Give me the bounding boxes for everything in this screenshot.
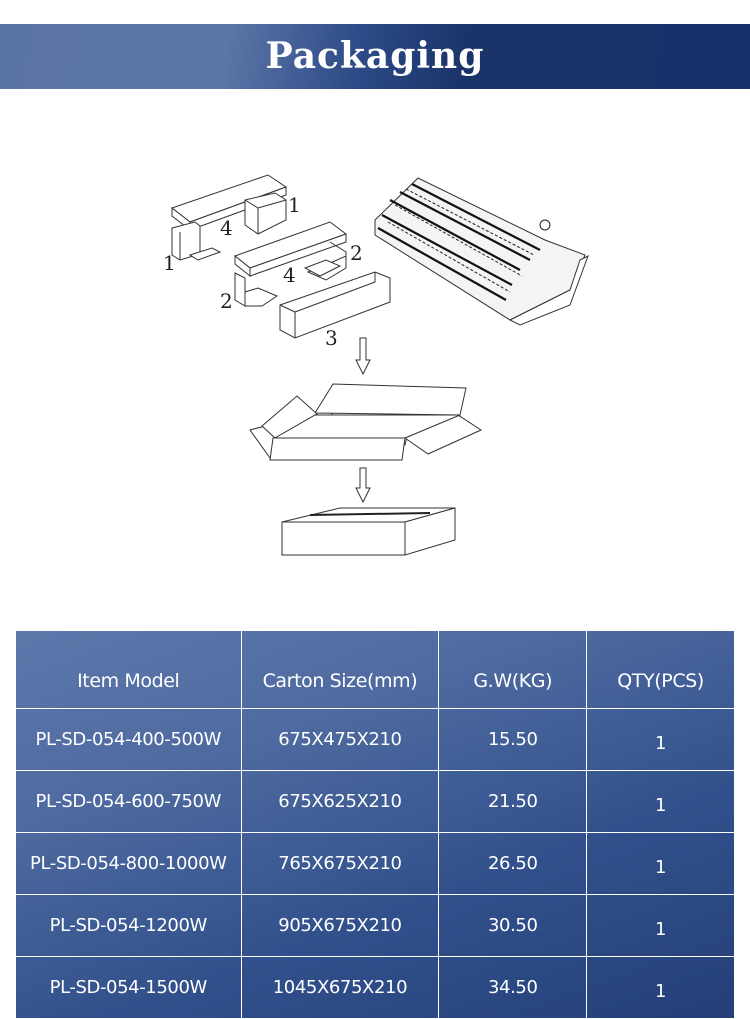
cell-quantity: 1 [586, 832, 735, 895]
down-arrow-icon [355, 337, 371, 376]
cell-gross-weight: 15.50 [438, 708, 588, 771]
cell-quantity: 1 [586, 708, 735, 771]
table-row: PL-SD-054-400-500W 675X475X210 15.50 1 [15, 708, 735, 771]
cell-carton-size: 765X675X210 [240, 832, 440, 895]
table-row: PL-SD-054-1500W 1045X675X210 34.50 1 [15, 956, 735, 1019]
table-row: PL-SD-054-600-750W 675X625X210 21.50 1 [15, 770, 735, 833]
foam-corner-2b [234, 272, 279, 307]
header-item-model: Item Model [15, 630, 242, 709]
cell-gross-weight: 26.50 [438, 832, 588, 895]
part-label: 2 [350, 241, 363, 265]
header-quantity: QTY(PCS) [586, 630, 735, 709]
part-label: 4 [220, 216, 233, 240]
cell-carton-size: 1045X675X210 [240, 956, 440, 1019]
part-label: 1 [163, 251, 176, 275]
table-row: PL-SD-054-800-1000W 765X675X210 26.50 1 [15, 832, 735, 895]
table-row: PL-SD-054-1200W 905X675X210 30.50 1 [15, 894, 735, 957]
cell-quantity: 1 [586, 770, 735, 833]
part-label: 2 [220, 289, 233, 313]
part-label: 4 [283, 263, 296, 287]
cell-carton-size: 675X625X210 [240, 770, 440, 833]
packaging-spec-table: Item Model Carton Size(mm) G.W(KG) QTY(P… [15, 630, 735, 1019]
floodlight-fixture-icon [374, 177, 589, 326]
cell-item-model: PL-SD-054-400-500W [15, 708, 242, 771]
header-gross-weight: G.W(KG) [438, 630, 588, 709]
packaging-banner: Packaging [0, 24, 750, 89]
cell-item-model: PL-SD-054-1500W [15, 956, 242, 1019]
down-arrow-icon [355, 467, 371, 504]
part-label: 3 [325, 326, 338, 350]
cell-carton-size: 675X475X210 [240, 708, 440, 771]
cell-item-model: PL-SD-054-1200W [15, 894, 242, 957]
cell-gross-weight: 30.50 [438, 894, 588, 957]
cell-carton-size: 905X675X210 [240, 894, 440, 957]
table-header-row: Item Model Carton Size(mm) G.W(KG) QTY(P… [15, 630, 735, 709]
cell-quantity: 1 [586, 956, 735, 1019]
foam-block-4-middle [233, 221, 348, 278]
cell-gross-weight: 21.50 [438, 770, 588, 833]
packaging-diagram: 1 1 4 4 2 2 3 [150, 160, 600, 570]
foam-corner-1a [244, 192, 287, 235]
foam-corner-2a [303, 241, 347, 281]
foam-corner-1b [171, 221, 222, 261]
cell-gross-weight: 34.50 [438, 956, 588, 1019]
foam-block-3 [279, 271, 391, 339]
sealed-carton-icon [281, 507, 456, 556]
cell-item-model: PL-SD-054-600-750W [15, 770, 242, 833]
cell-item-model: PL-SD-054-800-1000W [15, 832, 242, 895]
part-label: 1 [288, 193, 301, 217]
cell-quantity: 1 [586, 894, 735, 957]
open-carton-icon [249, 383, 483, 461]
header-carton-size: Carton Size(mm) [240, 630, 440, 709]
page-title: Packaging [265, 35, 485, 77]
